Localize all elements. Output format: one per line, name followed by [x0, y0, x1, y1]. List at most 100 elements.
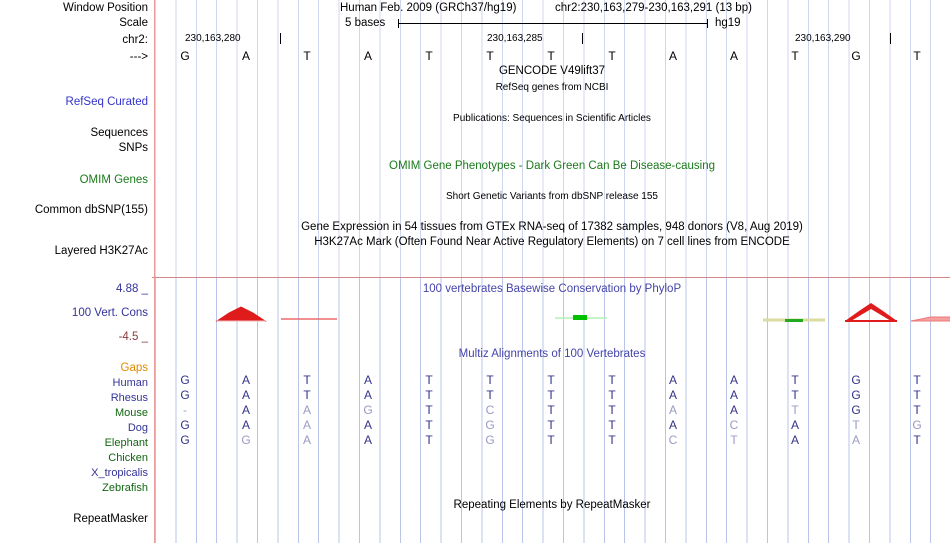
aln-base: T [547, 388, 555, 402]
scale-label: 5 bases [345, 17, 386, 29]
aln-base: T [608, 403, 616, 417]
aln-base: T [547, 433, 555, 447]
aln-base: T [547, 373, 555, 387]
label-cons-title[interactable]: 100 Vert. Cons [71, 307, 148, 319]
aln-base: T [425, 433, 433, 447]
aln-base: C [485, 403, 495, 417]
species-label-rhesus[interactable]: Rhesus [110, 392, 148, 404]
aln-base: T [425, 403, 433, 417]
label-sequences[interactable]: Sequences [90, 127, 148, 139]
aln-base: G [241, 433, 251, 447]
aln-base: G [851, 373, 861, 387]
aln-base: T [608, 418, 616, 432]
label-window-position: Window Position [62, 2, 148, 14]
scale-bar [398, 19, 708, 28]
ruler-base-3: A [363, 49, 373, 63]
label-layered-h3k27ac[interactable]: Layered H3K27Ac [54, 245, 148, 257]
aln-base: A [241, 373, 251, 387]
aln-base: T [791, 388, 799, 402]
aln-base: G [485, 418, 495, 432]
aln-base: A [668, 403, 678, 417]
species-label-zebrafish[interactable]: Zebrafish [102, 482, 148, 494]
ruler-tick-label-3: 230,163,290 [795, 33, 851, 44]
ruler-base-4: T [425, 49, 433, 63]
aln-base: T [547, 418, 555, 432]
track-title-publications: Publications: Sequences in Scientific Ar… [453, 113, 651, 124]
ruler-base-12: T [913, 49, 921, 63]
aln-base: T [791, 373, 799, 387]
species-label-chicken[interactable]: Chicken [108, 452, 148, 464]
label-refseq-curated[interactable]: RefSeq Curated [65, 96, 148, 108]
aln-base: T [608, 388, 616, 402]
aln-base: T [791, 403, 799, 417]
species-label-human[interactable]: Human [112, 377, 148, 389]
aln-base: A [363, 373, 373, 387]
aln-base: T [425, 388, 433, 402]
label-repeatmasker[interactable]: RepeatMasker [73, 513, 148, 525]
base-gridlines-bottom [155, 278, 950, 543]
species-label-dog[interactable]: Dog [127, 422, 148, 434]
aln-base: A [241, 418, 251, 432]
ruler-tick-label-2: 230,163,285 [487, 33, 543, 44]
aln-base: A [790, 418, 800, 432]
aln-base: A [729, 373, 739, 387]
species-label-mouse[interactable]: Mouse [114, 407, 148, 419]
aln-base: T [547, 403, 555, 417]
aln-base: A [729, 403, 739, 417]
aln-base: T [425, 418, 433, 432]
ruler-base-8: A [668, 49, 678, 63]
aln-base: C [729, 418, 739, 432]
ruler-base-10: T [791, 49, 799, 63]
species-label-elephant[interactable]: Elephant [104, 437, 148, 449]
track-title-dbsnp: Short Genetic Variants from dbSNP releas… [446, 191, 658, 202]
aln-base: T [913, 388, 921, 402]
aln-base: G [363, 403, 373, 417]
aln-base: A [241, 388, 251, 402]
track-title-refseq-ncbi: RefSeq genes from NCBI [495, 82, 609, 93]
aln-base: T [608, 373, 616, 387]
label-snps[interactable]: SNPs [118, 142, 148, 154]
aln-base: A [302, 433, 312, 447]
phylop-conservation-plot[interactable] [155, 283, 950, 343]
aln-base: T [303, 373, 311, 387]
aln-base: A [363, 433, 373, 447]
label-gaps[interactable]: Gaps [120, 362, 149, 374]
aln-base: A [241, 403, 251, 417]
phylop-svg [215, 303, 950, 322]
aln-base: A [668, 373, 678, 387]
aln-base: - [183, 403, 187, 417]
label-common-dbsnp[interactable]: Common dbSNP(155) [34, 204, 148, 216]
ruler-base-2: T [303, 49, 311, 63]
aln-base: A [851, 433, 861, 447]
label-omim-genes[interactable]: OMIM Genes [79, 174, 148, 186]
aln-base: G [851, 388, 861, 402]
aln-base: A [302, 403, 312, 417]
track-data-pane[interactable]: Human Feb. 2009 (GRCh37/hg19) chr2:230,1… [155, 0, 950, 543]
label-cons-min: -4.5 _ [118, 331, 148, 343]
aln-base: A [363, 418, 373, 432]
aln-base: A [729, 388, 739, 402]
db-label: hg19 [715, 17, 741, 29]
aln-base: A [668, 418, 678, 432]
position-label: chr2:230,163,279-230,163,291 (13 bp) [555, 2, 752, 14]
species-label-x_tropicalis[interactable]: X_tropicalis [91, 467, 148, 479]
label-scale: Scale [119, 17, 148, 29]
ruler-base-1: A [241, 49, 251, 63]
aln-base: G [485, 433, 495, 447]
ruler-tick-1 [280, 33, 281, 44]
aln-base: T [852, 418, 860, 432]
ruler-tick-2 [582, 33, 583, 44]
alignment-row-chicken [155, 448, 950, 462]
aln-base: T [425, 373, 433, 387]
track-label-column[interactable]: Window Position Scale chr2: ---> RefSeq … [0, 0, 152, 543]
track-title-gtex: Gene Expression in 54 tissues from GTEx … [301, 221, 803, 233]
aln-base: C [668, 433, 678, 447]
label-strand-arrow: ---> [129, 51, 148, 63]
track-title-omim: OMIM Gene Phenotypes - Dark Green Can Be… [389, 160, 715, 172]
label-cons-max: 4.88 _ [116, 283, 148, 295]
ruler-base-6: T [547, 49, 555, 63]
